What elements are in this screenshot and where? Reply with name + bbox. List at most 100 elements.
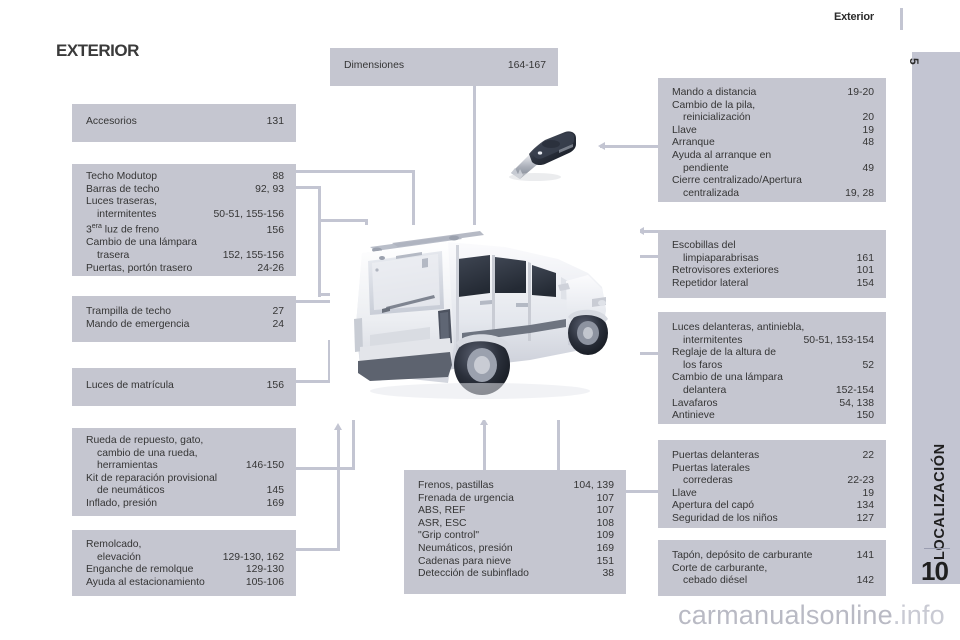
index-row: ASR, ESC 108	[418, 518, 614, 531]
car-key-photo	[489, 117, 585, 185]
index-label: ABS, REF	[418, 505, 466, 517]
index-page: 129-130	[245, 564, 284, 576]
callout-box-trampilla: Trampilla de techo 27 Mando de emergenci…	[72, 296, 296, 342]
side-tab-top-number: 5	[907, 58, 921, 65]
index-row: limpiaparabrisas 161	[672, 253, 874, 266]
index-page: 19, 28	[845, 187, 874, 199]
index-page: 108	[596, 517, 614, 529]
index-label: Llave	[672, 124, 697, 136]
index-row: correderas 22-23	[672, 475, 874, 488]
index-page: 50-51, 155-156	[213, 208, 284, 220]
connector-accesorios-h	[295, 170, 415, 173]
site-watermark: carmanualsonline.info	[678, 600, 945, 630]
index-page: 142	[856, 575, 874, 587]
index-page: 50-51, 153-154	[803, 334, 874, 346]
index-page: 19-20	[847, 87, 874, 98]
index-page: 152-154	[835, 384, 874, 396]
connector-remolcado-arrow	[334, 423, 342, 430]
connector-remolcado-v	[337, 430, 340, 551]
index-page: 129-130, 162	[222, 551, 284, 563]
index-page: 131	[266, 116, 284, 127]
index-row: Ayuda al estacionamiento 105-106	[86, 577, 284, 590]
index-row: cambio de una rueda,	[86, 448, 284, 461]
index-row: Mando de emergencia 24	[86, 319, 284, 332]
index-page: 49	[862, 162, 874, 174]
index-row: los faros 52	[672, 360, 874, 373]
index-label: Cierre centralizado/Apertura	[672, 175, 802, 187]
index-label: correderas	[683, 475, 733, 487]
index-label: limpiaparabrisas	[683, 252, 759, 264]
connector-techo-h2	[318, 219, 368, 222]
callout-box-puertas: Puertas delanteras 22 Puertas laterales …	[658, 440, 886, 528]
index-row: Arranque 48	[672, 137, 874, 150]
index-page: 169	[596, 542, 614, 554]
index-label: 3era luz de freno	[86, 223, 160, 236]
index-row: Mando a distancia 19-20	[672, 87, 874, 100]
index-label: Reglaje de la altura de	[672, 347, 776, 359]
index-row: Neumáticos, presión 169	[418, 543, 614, 556]
callout-box-dimensiones: Dimensiones 164-167	[330, 48, 558, 86]
vehicle-illustration	[330, 225, 640, 420]
index-row: Frenos, pastillas 104, 139	[418, 480, 614, 493]
index-label: Antinieve	[672, 410, 715, 422]
index-label: Barras de techo	[86, 183, 160, 195]
index-row: Seguridad de los niños 127	[672, 513, 874, 526]
index-page: 164-167	[507, 60, 546, 71]
index-label: los faros	[683, 359, 723, 371]
index-label: Puertas, portón trasero	[86, 262, 193, 274]
connector-trampilla-h	[295, 300, 355, 303]
index-row: cebado diésel 142	[672, 575, 874, 588]
index-page: 161	[856, 252, 874, 264]
callout-box-mando: Mando a distancia 19-20 Cambio de la pil…	[658, 78, 886, 202]
index-label: Luces delanteras, antiniebla,	[672, 322, 805, 333]
index-label: cebado diésel	[683, 575, 748, 587]
index-page: 156	[266, 224, 284, 236]
connector-rueda-v	[352, 420, 355, 470]
index-label: intermitentes	[97, 208, 157, 220]
index-row: herramientas 146-150	[86, 460, 284, 473]
index-row: Lavafaros 54, 138	[672, 398, 874, 411]
index-row: Rueda de repuesto, gato,	[86, 435, 284, 448]
index-row: Cambio de una lámpara	[672, 372, 874, 385]
index-page: 88	[272, 171, 284, 182]
index-page: 22	[862, 450, 874, 461]
connector-matricula-h	[295, 380, 331, 383]
index-page: 54, 138	[839, 397, 874, 409]
index-row: Escobillas del	[672, 240, 874, 253]
index-page: 150	[856, 410, 874, 422]
index-page: 134	[856, 500, 874, 512]
index-page: 38	[602, 568, 614, 580]
index-page: 92, 93	[255, 183, 284, 195]
index-page: 104, 139	[573, 480, 614, 491]
index-row: intermitentes 50-51, 153-154	[672, 335, 874, 348]
index-label: Escobillas del	[672, 240, 736, 251]
index-row: elevación 129-130, 162	[86, 552, 284, 565]
index-row: Puertas, portón trasero 24-26	[86, 263, 284, 276]
callout-box-escobillas: Escobillas del limpiaparabrisas 161 Retr…	[658, 230, 886, 298]
connector-accesorios-v	[412, 170, 415, 230]
index-row: Retrovisores exteriores 101	[672, 265, 874, 278]
index-label: Techo Modutop	[86, 171, 158, 182]
connector-techo-v	[318, 186, 321, 222]
index-row: Luces traseras,	[86, 196, 284, 209]
index-page: 48	[862, 137, 874, 149]
index-page: 22-23	[847, 475, 874, 487]
index-row: Frenada de urgencia 107	[418, 493, 614, 506]
index-label: Cambio de una lámpara	[86, 237, 197, 249]
index-row: pendiente 49	[672, 163, 874, 176]
index-row: reinicialización 20	[672, 112, 874, 125]
connector-remolcado-h	[295, 548, 340, 551]
index-label: Mando de emergencia	[86, 318, 190, 330]
index-row: Reglaje de la altura de	[672, 347, 874, 360]
index-row: Tapón, depósito de carburante 141	[672, 550, 874, 563]
index-page: 20	[862, 112, 874, 124]
connector-mando-arrow	[598, 142, 605, 150]
index-label: Ayuda al estacionamiento	[86, 576, 205, 588]
connector-dimensiones-v	[473, 86, 476, 168]
index-label: Cadenas para nieve	[418, 555, 512, 567]
side-tab-divider	[924, 548, 950, 549]
index-page: 107	[596, 505, 614, 517]
index-page: 52	[862, 359, 874, 371]
callout-box-accesorios: Accesorios 131	[72, 104, 296, 142]
index-page: 19	[862, 124, 874, 136]
